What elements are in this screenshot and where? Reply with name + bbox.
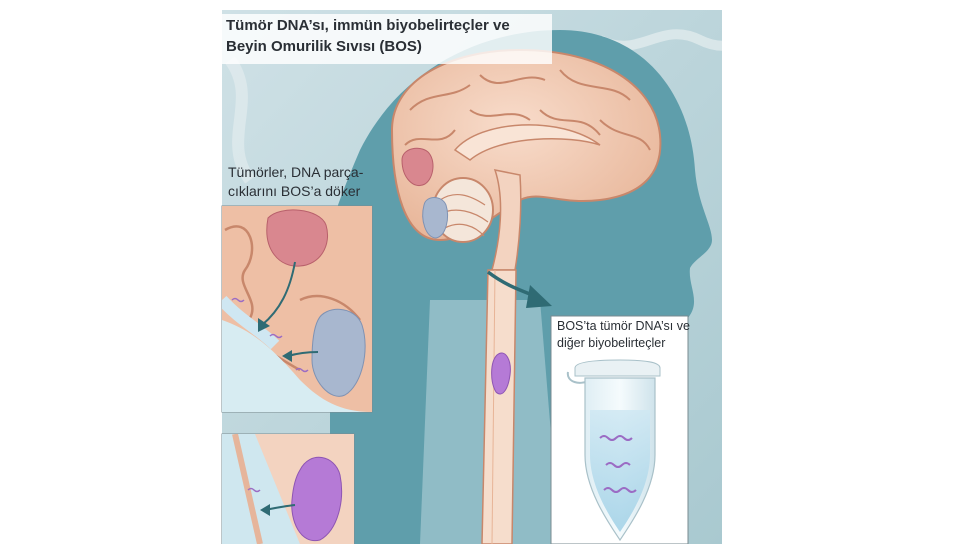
inset-tumor-purple <box>291 456 343 542</box>
dna-fragments <box>599 435 637 493</box>
inset-tumor-blue <box>311 308 366 397</box>
callout-csf-sample-line-1: BOS’ta tümör DNA’sı ve <box>557 319 690 333</box>
inset-arrow-1 <box>261 261 296 326</box>
inset-tumor-shedding <box>221 205 373 413</box>
inset-csf-tube <box>550 315 689 544</box>
callout-tumor-shed-line-2: cıklarını BOS’a döker <box>228 183 361 199</box>
spinal-tumor-purple <box>491 352 511 395</box>
diagram-title-line-2: Beyin Omurilik Sıvısı (BOS) <box>226 38 422 55</box>
title-background <box>222 14 552 64</box>
brain-tumor-blue <box>422 197 449 239</box>
inset-tumor-pink <box>266 209 328 267</box>
spinal-cord <box>481 269 517 544</box>
diagram-title-line-1: Tümör DNA’sı, immün biyobelirteçler ve <box>226 17 510 34</box>
brain <box>390 48 662 271</box>
brain-tumor-pink <box>401 147 434 186</box>
callout-tumor-shed-line-1: Tümörler, DNA parça- <box>228 164 364 180</box>
callout-csf-sample-line-2: diğer biyobelirteçler <box>557 336 666 350</box>
inset-spinal-tumor <box>221 433 355 544</box>
